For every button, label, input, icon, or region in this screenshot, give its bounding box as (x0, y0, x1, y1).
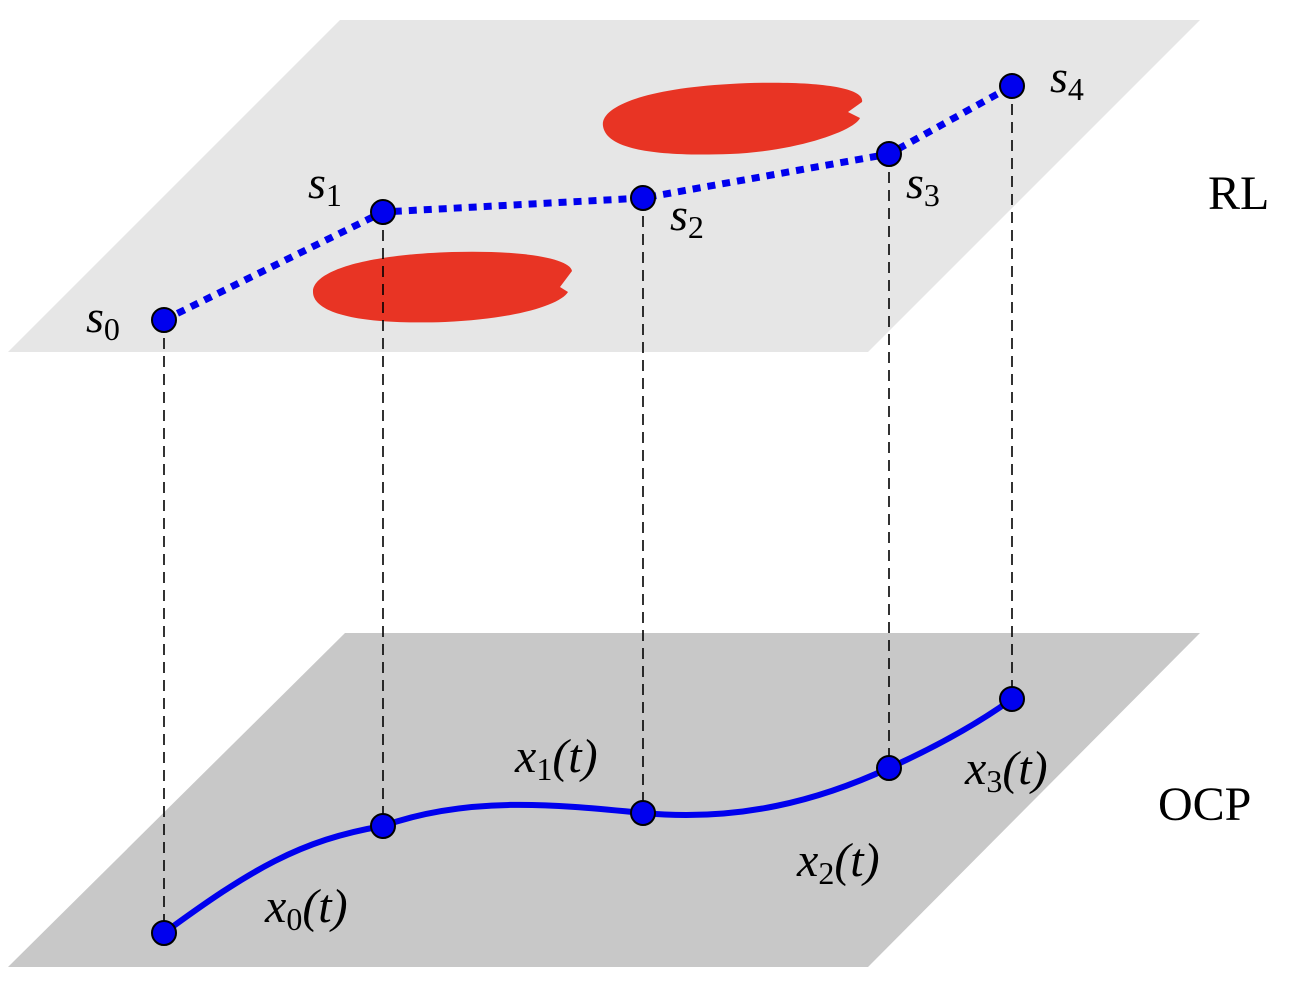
label-s4: s4 (1050, 51, 1084, 107)
rl-node-s4 (999, 73, 1025, 99)
ocp-plane-label: OCP (1158, 778, 1251, 831)
obstacle-lower (312, 251, 572, 323)
rl-nodes (151, 73, 1025, 333)
label-s2: s2 (670, 189, 704, 245)
ocp-node-4 (999, 686, 1025, 712)
label-s1: s1 (308, 157, 342, 213)
rl-dotted-path (162, 82, 1014, 324)
rl-node-s3 (876, 141, 902, 167)
ocp-node-3 (876, 755, 902, 781)
ocp-node-0 (151, 920, 177, 946)
ocp-node-2 (630, 800, 656, 826)
rl-plane-label: RL (1208, 167, 1269, 220)
rl-node-s1 (370, 199, 396, 225)
label-s3: s3 (906, 157, 940, 213)
ocp-plane (8, 633, 1200, 967)
label-x3: x3(t) (964, 742, 1048, 799)
label-x0: x0(t) (264, 880, 348, 937)
obstacle-upper (602, 82, 863, 155)
rl-node-s2 (630, 185, 656, 211)
label-x2: x2(t) (796, 834, 880, 891)
ocp-node-1 (370, 813, 396, 839)
label-x1: x1(t) (514, 730, 598, 787)
ocp-nodes (151, 686, 1025, 946)
ocp-trajectory (162, 696, 1014, 936)
projection-lines (163, 86, 1013, 933)
rl-plane (8, 20, 1200, 352)
rl-node-s0 (151, 307, 177, 333)
label-s0: s0 (86, 291, 120, 347)
